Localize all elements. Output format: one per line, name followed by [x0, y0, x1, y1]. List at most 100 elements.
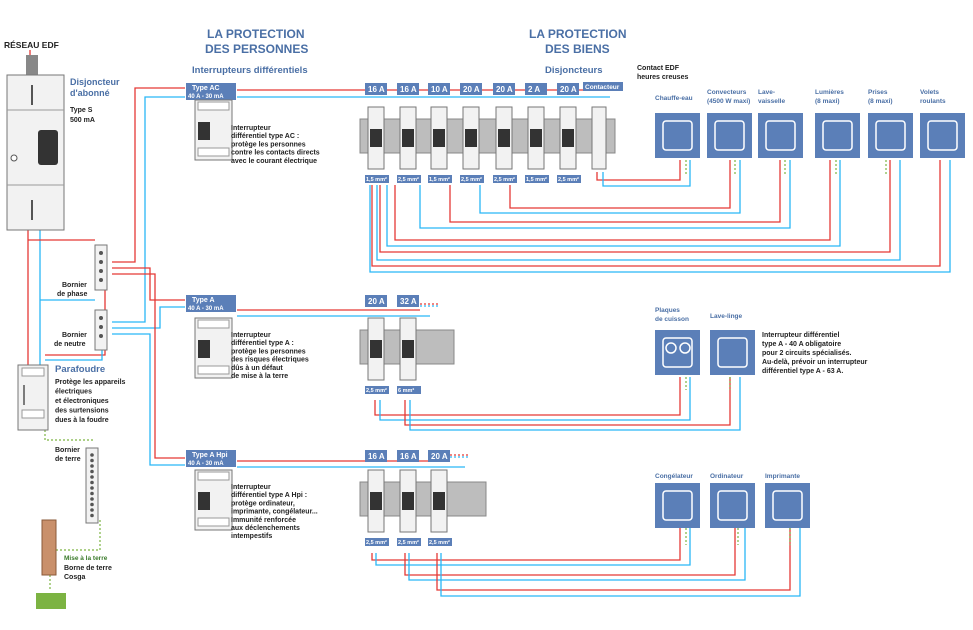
protection-rows: Type AC 40 A - 30 mA Interrupteurdifférent…: [186, 83, 616, 546]
icon-glyph: [822, 120, 853, 151]
row3-appliance: Ordinateur: [710, 473, 755, 528]
row1-appliance-label-2: vaisselle: [758, 98, 785, 105]
row2-desc-line: de mise à la terre: [231, 373, 288, 380]
contacteur-module: [591, 106, 607, 170]
row3-desc-line: aux déclenchements: [231, 525, 300, 532]
row1-appliance: Lave-vaisselle: [758, 89, 803, 158]
convector-icon: [707, 113, 752, 158]
row1-appliance-label: Volets: [920, 89, 939, 96]
contact-edf-1: Contact EDF: [637, 65, 680, 72]
row3-type-badge-1: Type A Hpi: [192, 452, 228, 459]
row1-appliance-label-2: (4500 W maxi): [707, 98, 750, 105]
terre-desc-1: Borne de terre: [64, 565, 112, 572]
row1-section: 2,5 mm²: [398, 176, 419, 183]
row2-appliance: Lave-linge: [710, 313, 755, 375]
burner: [679, 342, 691, 354]
row1-desc-line: avec le courant électrique: [231, 158, 317, 165]
persons-subheader: Interrupteurs différentiels: [192, 65, 308, 76]
row3-breaker-badge: [365, 450, 387, 462]
row1-section: 1,5 mm²: [429, 176, 450, 183]
row1-appliance-label-2: (8 maxi): [815, 98, 840, 105]
row1-breaker-switch: [433, 129, 445, 147]
row1-breaker-badge: [428, 83, 450, 95]
row3-desc-line: intempestifs: [231, 533, 272, 540]
row1-differential-device: [194, 99, 233, 161]
row1-breaker-badge: [397, 83, 419, 95]
icon-glyph: [662, 120, 693, 151]
row1-breaker-rating: 2 A: [528, 85, 540, 94]
parafoudre-desc-line: et électroniques: [55, 398, 109, 405]
icon-glyph: [765, 120, 796, 151]
row3-breaker-rating: 16 A: [400, 452, 417, 461]
printer-icon: [765, 483, 810, 528]
row3-section: 2,5 mm²: [366, 539, 387, 546]
row3-diff-top: [197, 471, 230, 481]
row3-section-badge: [428, 538, 452, 546]
row1-section: 2,5 mm²: [494, 176, 515, 183]
goods-header-1: LA PROTECTION: [529, 27, 627, 41]
row1-appliance-label: Chauffe-eau: [655, 95, 693, 102]
parafoudre-desc-line: des surtensions: [55, 408, 109, 415]
row1-appliance-label-2: roulants: [920, 98, 946, 105]
row1-section-badge: [557, 175, 581, 183]
parafoudre-device: [17, 364, 49, 431]
row3-type-badge: [186, 450, 236, 467]
terre-screw: [90, 491, 94, 496]
row3-desc-line: Immunité renforcée: [231, 517, 296, 524]
row3-differential-device: [194, 469, 233, 531]
row2-breaker-badge: [365, 295, 387, 307]
row2-desc-line: différentiel type A :: [231, 340, 294, 347]
terre-screw: [90, 480, 94, 485]
row3-section-badge: [397, 538, 421, 546]
row2-desc-line: Interrupteur: [231, 332, 271, 339]
row3-appliance: Congélateur: [655, 473, 700, 528]
row1-breaker-rating: 16 A: [368, 85, 385, 94]
shutter-icon: [920, 113, 965, 158]
row1-section-badge: [493, 175, 517, 183]
contacteur-label: Contacteur: [585, 84, 620, 91]
terre-screw: [90, 486, 94, 490]
row1-section: 2,5 mm²: [461, 176, 482, 183]
row3-type-badge-2: 40 A - 30 mA: [188, 461, 224, 467]
row1-breaker-rating: 16 A: [400, 85, 417, 94]
row1-section-badge: [365, 175, 389, 183]
icon-glyph: [714, 120, 745, 151]
row2-desc-line: protège les personnes: [231, 348, 306, 355]
row3-breaker-badge: [428, 450, 450, 462]
row2-type-badge-2: 40 A - 30 mA: [188, 306, 224, 312]
row1-appliance: Prises(8 maxi): [868, 89, 913, 158]
goods-header-2: DES BIENS: [545, 42, 610, 56]
row2-breaker-switch: [370, 340, 382, 358]
terre-screw: [90, 469, 94, 474]
row1-appliance: Convecteurs(4500 W maxi): [707, 89, 752, 158]
row1-appliance: Chauffe-eau: [655, 95, 700, 158]
terre-desc-2: Cosga: [64, 574, 86, 581]
row2-note-line: différentiel type A - 63 A.: [762, 368, 843, 375]
main-breaker: [6, 74, 65, 231]
row1-section: 2,5 mm²: [558, 176, 579, 183]
terre-title: Mise à la terre: [64, 555, 108, 562]
row1-type-badge-2: 40 A - 30 mA: [188, 94, 224, 100]
terre-screw: [90, 508, 94, 512]
icon-glyph: [717, 337, 748, 368]
row3-breaker-switch: [402, 492, 414, 510]
row3-appliance-label: Congélateur: [655, 473, 693, 480]
row1-breaker-switch: [530, 129, 542, 147]
row1-diff-switch: [198, 122, 210, 140]
row1-appliance-label: Prises: [868, 89, 888, 96]
bornier-phase: [94, 244, 108, 291]
row1-type-badge-1: Type AC: [192, 85, 220, 92]
icon-glyph: [927, 120, 958, 151]
row1-breaker-badge: [557, 83, 579, 95]
row1-breaker-badge: [493, 83, 515, 95]
icon-glyph: [662, 490, 693, 521]
row2-desc-line: des risques électriques: [231, 357, 309, 364]
row1-diff-top: [197, 101, 230, 111]
row2-type-badge: [186, 295, 236, 312]
row1-breaker-rating: 20 A: [496, 85, 513, 94]
row1-section: 1,5 mm²: [526, 176, 547, 183]
